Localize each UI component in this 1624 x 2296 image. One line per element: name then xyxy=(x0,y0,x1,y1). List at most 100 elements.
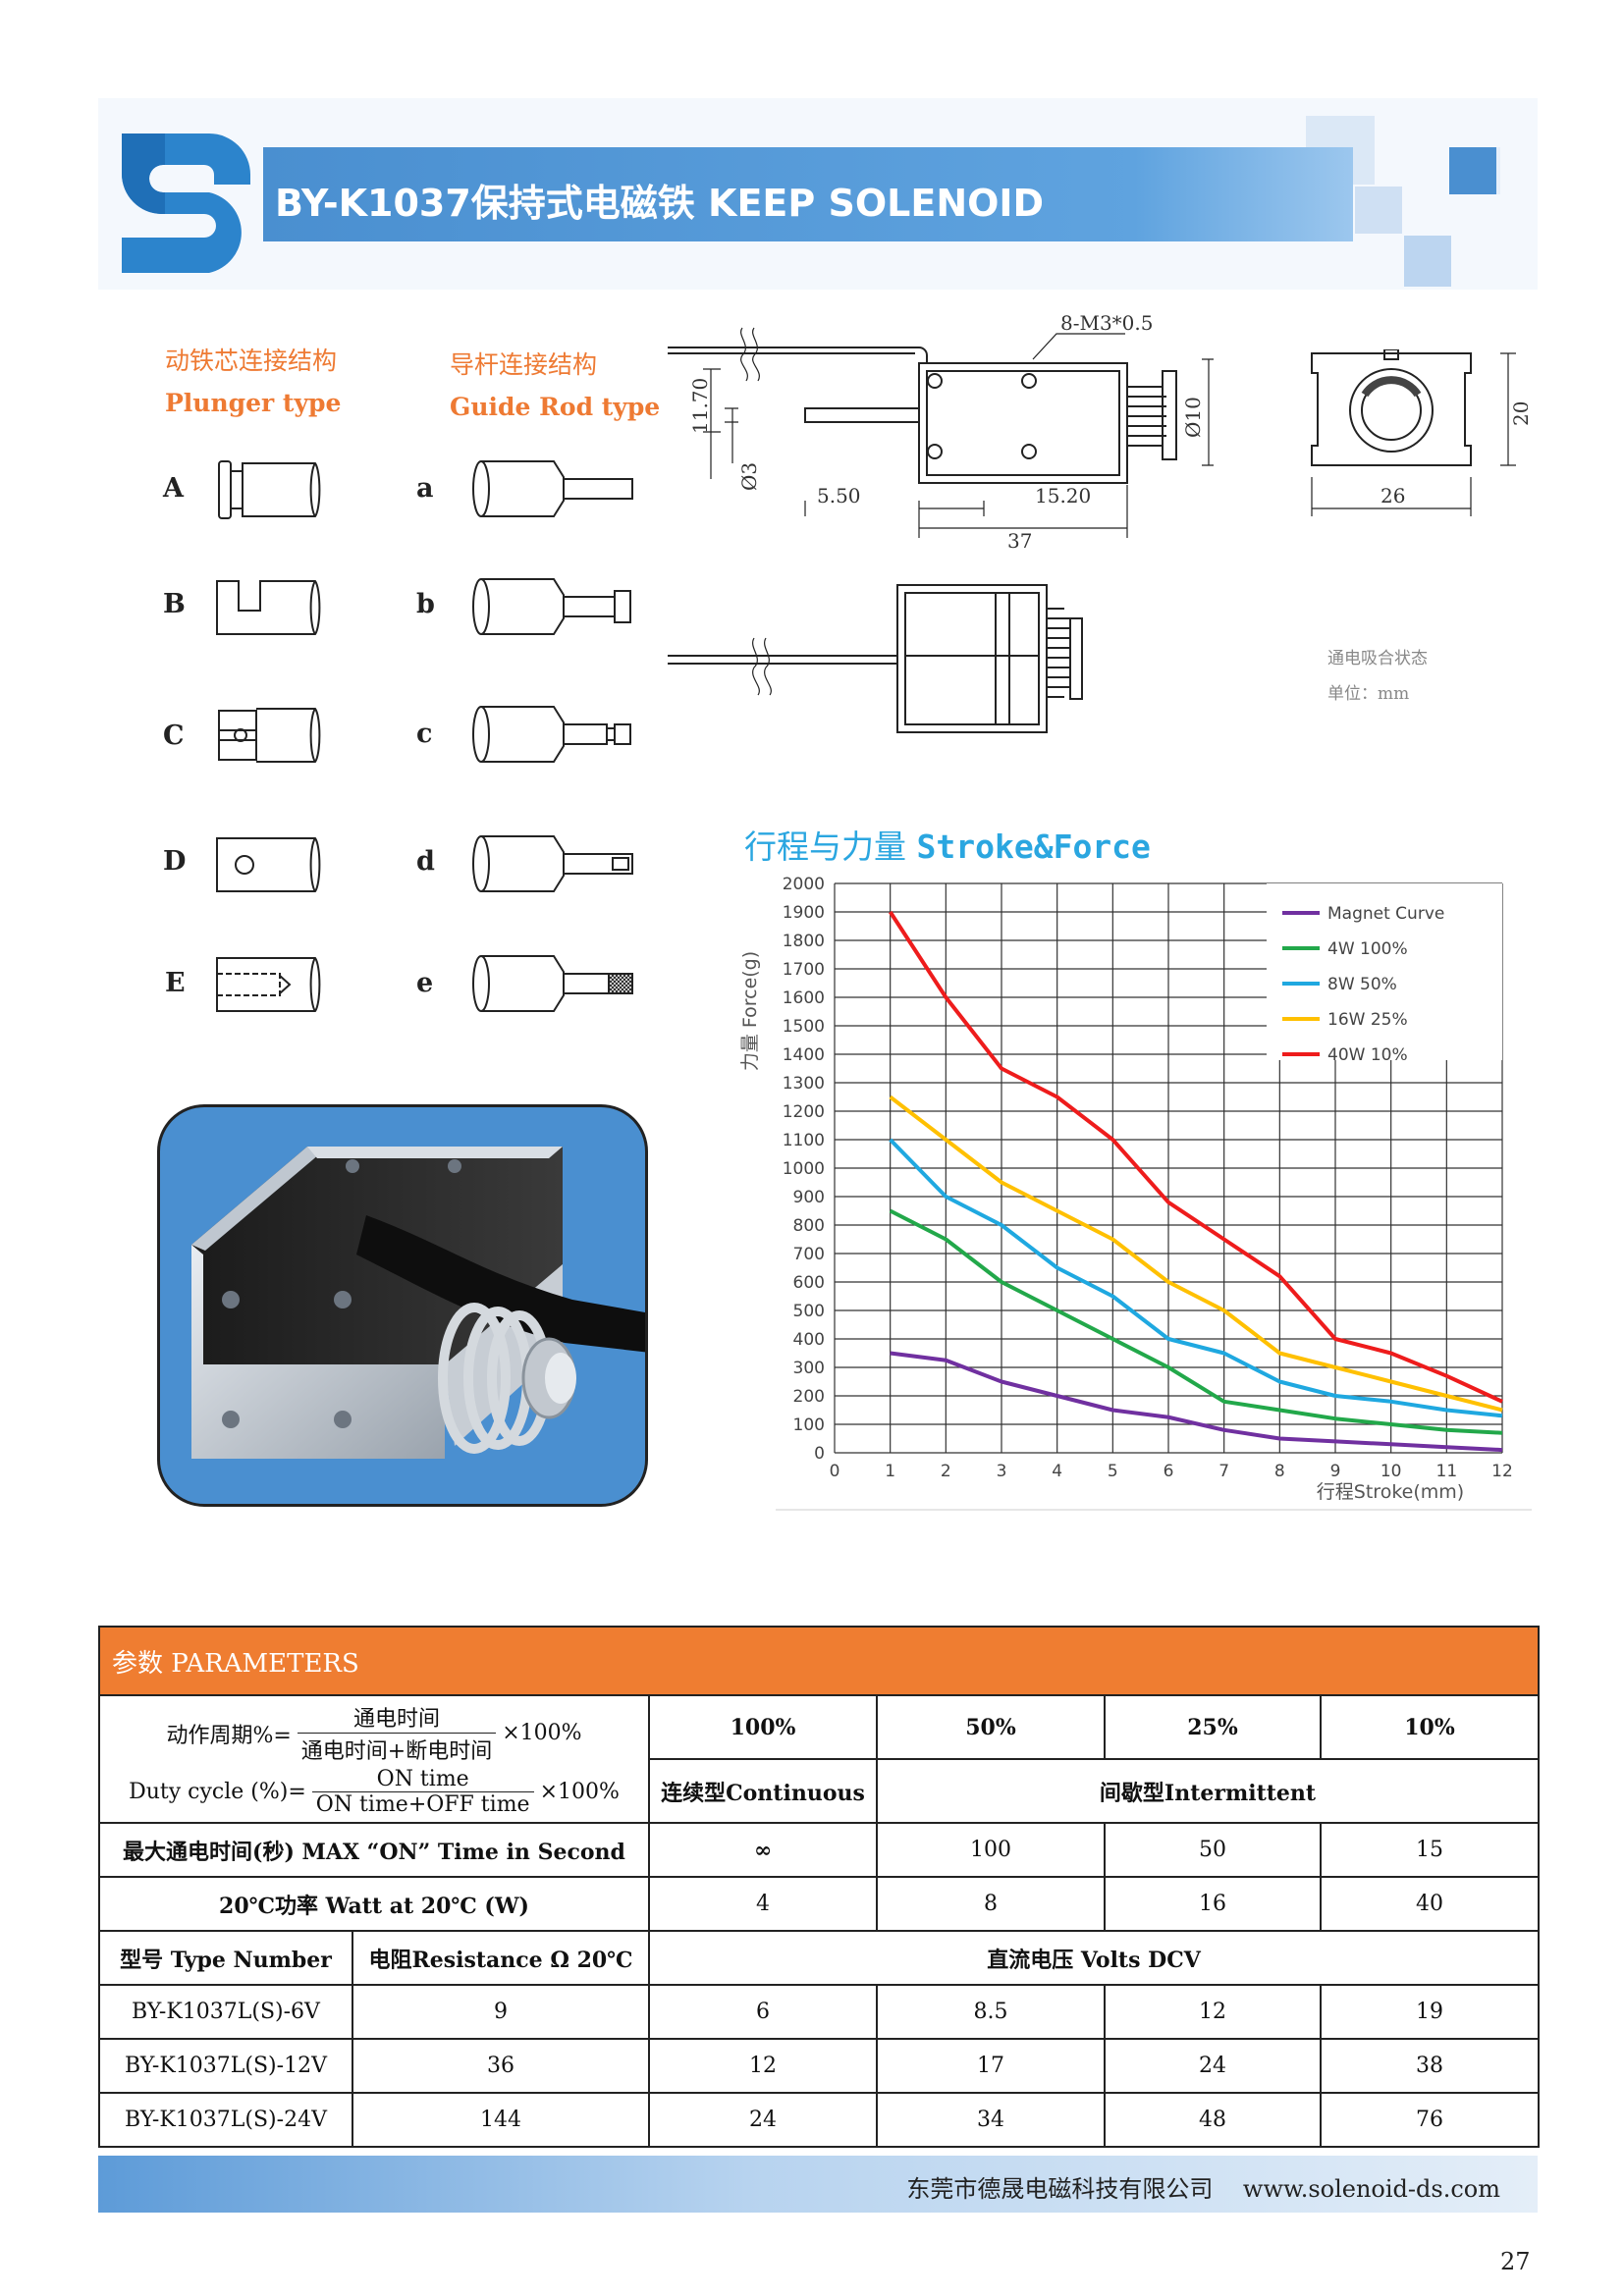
guide-rod-letter: d xyxy=(416,846,435,877)
end-view-drawing: 20 26 xyxy=(1311,349,1528,516)
x-tick-label: 4 xyxy=(1052,1462,1062,1481)
model-name: BY-K1037L(S)-6V xyxy=(98,1984,353,2040)
watt-value: 16 xyxy=(1104,1876,1322,1932)
model-voltage: 6 xyxy=(648,1984,878,2040)
solenoid-photo-illustration xyxy=(191,1147,645,1459)
duty-en-fraction: ON time ON time+OFF time xyxy=(311,1767,534,1817)
series-line xyxy=(889,1138,1503,1418)
header-title-bar xyxy=(263,147,1353,241)
max-on-value: 15 xyxy=(1320,1822,1540,1878)
x-tick-label: 5 xyxy=(1108,1462,1118,1481)
s-logo-icon xyxy=(121,133,250,273)
duty-en-multiplier: ×100% xyxy=(539,1780,620,1804)
parameters-table: 参数 PARAMETERS 动作周期%= 通电时间 通电时间+断电时间 ×100… xyxy=(98,1626,1540,2148)
intermittent-cell: 间歇型Intermittent xyxy=(876,1758,1540,1824)
parameters-title: 参数 PARAMETERS xyxy=(98,1626,1540,1696)
model-voltage: 19 xyxy=(1320,1984,1540,2040)
shaft-diameter-dimension: Ø3 xyxy=(737,462,761,491)
x-tick-label: 9 xyxy=(1330,1462,1341,1481)
product-photo xyxy=(157,1104,648,1507)
guide-rod-letter: b xyxy=(416,589,435,619)
plunger-letter: C xyxy=(163,721,185,751)
header-deco-square xyxy=(1355,187,1402,234)
legend-label: 40W 10% xyxy=(1327,1045,1408,1065)
duty-en-numerator: ON time xyxy=(311,1767,534,1792)
model-resistance: 9 xyxy=(352,1984,650,2040)
header-deco-square xyxy=(1404,236,1451,287)
model-voltage: 8.5 xyxy=(876,1984,1106,2040)
y-tick-label: 1600 xyxy=(783,988,825,1008)
plunger-a-drawing xyxy=(218,460,321,519)
model-name: BY-K1037L(S)-24V xyxy=(98,2092,353,2148)
guide-rod-b-drawing xyxy=(472,578,631,635)
x-tick-label: 12 xyxy=(1491,1462,1513,1481)
model-voltage: 12 xyxy=(648,2038,878,2094)
model-voltage: 24 xyxy=(1104,2038,1322,2094)
length-dimension: 37 xyxy=(1007,529,1032,552)
continuous-cell: 连续型Continuous xyxy=(648,1758,878,1824)
model-voltage: 17 xyxy=(876,2038,1106,2094)
page-number: 27 xyxy=(1500,2248,1531,2275)
y-axis-label: 力量 Force(g) xyxy=(739,951,761,1071)
duty-value-cell: 10% xyxy=(1320,1694,1540,1760)
guide-rod-d-drawing xyxy=(472,835,633,892)
duty-cycle-formula: 动作周期%= 通电时间 通电时间+断电时间 ×100% Duty cycle (… xyxy=(98,1694,650,1824)
watt-label: 20℃功率 Watt at 20℃ (W) xyxy=(98,1876,650,1932)
x-tick-label: 3 xyxy=(997,1462,1007,1481)
thread-dimension: 8-M3*0.5 xyxy=(1060,311,1154,335)
guide-rod-type-title: 导杆连接结构 xyxy=(450,350,598,379)
plunger-letter: A xyxy=(163,473,184,504)
duty-cn-denominator: 通电时间+断电时间 xyxy=(300,1739,493,1764)
model-name: BY-K1037L(S)-12V xyxy=(98,2038,353,2094)
table-row: BY-K1037L(S)-12V 36 12 17 24 38 xyxy=(98,2038,1540,2094)
max-on-value: 100 xyxy=(876,1822,1106,1878)
y-tick-label: 0 xyxy=(814,1444,825,1464)
end-width-dimension: 26 xyxy=(1380,484,1405,507)
duty-value-cell: 100% xyxy=(648,1694,878,1760)
watt-value: 8 xyxy=(876,1876,1106,1932)
y-tick-label: 1900 xyxy=(783,903,825,923)
height-dimension: 11.70 xyxy=(688,378,712,434)
model-voltage: 38 xyxy=(1320,2038,1540,2094)
duty-cycle-cn-formula: 动作周期%= 通电时间 通电时间+断电时间 ×100% xyxy=(104,1701,644,1765)
y-tick-label: 300 xyxy=(793,1359,825,1378)
duty-value-cell: 50% xyxy=(876,1694,1106,1760)
model-resistance: 144 xyxy=(352,2092,650,2148)
max-on-value: 50 xyxy=(1104,1822,1322,1878)
table-row: BY-K1037L(S)-24V 144 24 34 48 76 xyxy=(98,2092,1540,2148)
guide-rod-e-drawing xyxy=(472,955,633,1012)
legend-label: Magnet Curve xyxy=(1327,904,1444,924)
y-tick-label: 1400 xyxy=(783,1045,825,1065)
y-tick-label: 1000 xyxy=(783,1159,825,1179)
y-tick-label: 600 xyxy=(793,1273,825,1293)
model-voltage: 48 xyxy=(1104,2092,1322,2148)
y-tick-label: 1800 xyxy=(783,932,825,951)
model-voltage: 12 xyxy=(1104,1984,1322,2040)
side-section-drawing xyxy=(668,584,1083,733)
series-line xyxy=(890,1351,1503,1453)
y-tick-label: 400 xyxy=(793,1330,825,1350)
model-voltage: 24 xyxy=(648,2092,878,2148)
duty-cn-fraction: 通电时间 通电时间+断电时间 xyxy=(297,1701,497,1765)
plunger-b-drawing xyxy=(216,580,321,635)
guide-rod-type-subtitle: Guide Rod type xyxy=(450,393,661,421)
watt-value: 40 xyxy=(1320,1876,1540,1932)
boss-diameter-dimension: Ø10 xyxy=(1181,397,1205,438)
front-view-drawing: 8-M3*0.5 11.70 Ø3 5.50 15.20 37 Ø10 xyxy=(668,311,1214,552)
x-tick-label: 11 xyxy=(1436,1462,1458,1481)
footer-bar: 东莞市德晟电磁科技有限公司 www.solenoid-ds.com xyxy=(98,2156,1538,2213)
y-tick-label: 200 xyxy=(793,1387,825,1407)
duty-en-denominator: ON time+OFF time xyxy=(315,1792,530,1817)
plunger-letter: B xyxy=(163,589,186,619)
max-on-time-label: 最大通电时间(秒) MAX “ON” Time in Second xyxy=(98,1822,650,1878)
plunger-letter: D xyxy=(163,846,187,877)
resistance-header: 电阻Resistance Ω 20℃ xyxy=(352,1930,650,1986)
duty-value-cell: 25% xyxy=(1104,1694,1322,1760)
legend-label: 4W 100% xyxy=(1327,939,1408,959)
x-tick-label: 0 xyxy=(830,1462,840,1481)
x-tick-label: 10 xyxy=(1380,1462,1402,1481)
header-deco-square xyxy=(1449,147,1496,194)
y-tick-label: 100 xyxy=(793,1415,825,1435)
